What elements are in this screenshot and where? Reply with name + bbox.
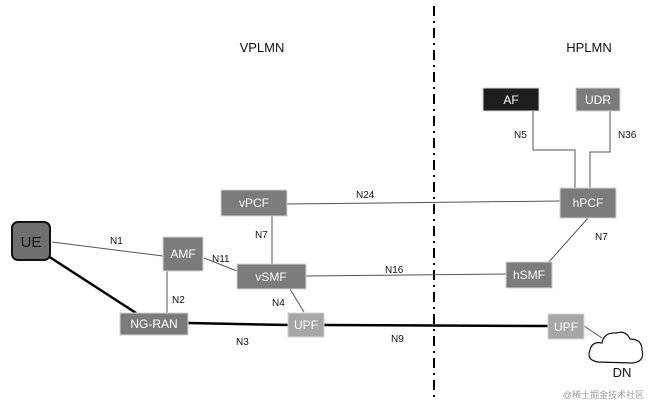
link-ue-ngran [47,254,137,315]
interface-label-n7-visited: N7 [255,230,268,241]
cloud-icon [588,331,644,364]
thin-connections [51,110,611,339]
amf-label: AMF [170,247,195,261]
interface-label-n1: N1 [110,236,123,247]
upf-visited-node: UPF [287,312,325,338]
interface-label-n2: N2 [172,295,185,306]
region-label-hplmn: HPLMN [566,40,612,55]
vpcf-node: vPCF [220,189,288,217]
watermark: @稀土掘金技术社区 [563,389,644,400]
interface-label-n7-home: N7 [595,232,608,243]
interface-label-n24: N24 [356,190,375,201]
region-label-vplmn: VPLMN [240,40,285,55]
amf-node: AMF [162,236,204,272]
link-upf-upf [323,323,549,328]
hsmf-box [505,261,553,289]
af-label: AF [503,93,518,107]
link-vsmf-hsmf [305,273,507,277]
vsmf-label: vSMF [255,270,286,284]
hsmf-node: hSMF [505,261,553,289]
link-ue-amf [51,241,164,257]
vsmf-box [236,263,307,290]
ngran-node: NG-RAN [119,312,189,336]
link-amf-vsmf [203,257,238,272]
ue-box [11,221,51,261]
upf-home-label: UPF [554,320,578,334]
interface-label-n11: N11 [212,254,230,265]
link-udr-hpcf [589,111,611,188]
hsmf-label: hSMF [513,268,545,282]
ngran-label: NG-RAN [130,317,177,331]
ngran-box [119,312,189,336]
dn-label: DN [613,365,632,380]
upf-visited-label: UPF [294,318,318,332]
vpcf-label: vPCF [239,196,269,210]
interface-label-n9: N9 [391,334,404,345]
hpcf-box [559,187,617,219]
link-af-hpcf [511,110,576,188]
udr-box [575,87,621,112]
link-ngran-upf [187,321,289,327]
interface-label-n16: N16 [385,265,404,276]
interface-label-n36: N36 [618,130,637,141]
user-plane-connections [47,254,549,328]
upf-visited-box [287,312,325,338]
link-upf-dn [583,325,603,339]
vpcf-box [220,189,288,217]
amf-box [162,236,204,272]
interface-label-n5: N5 [514,130,527,141]
upf-home-box [547,313,585,340]
ue-node: UE [11,221,51,261]
af-box [482,87,540,112]
udr-label: UDR [585,93,611,107]
dn-node: DN [588,331,644,380]
hpcf-label: hPCF [573,196,604,210]
vsmf-node: vSMF [236,263,307,290]
link-hsmf-hpcf [547,217,589,264]
ue-label: UE [21,234,42,251]
af-node: AF [482,87,540,112]
interface-label-n4: N4 [272,298,285,309]
link-vpcf-hpcf [286,200,561,205]
hpcf-node: hPCF [559,187,617,219]
link-vsmf-upf [289,288,305,313]
interface-label-n3: N3 [236,337,249,348]
upf-home-node: UPF [547,313,585,340]
udr-node: UDR [575,87,621,112]
